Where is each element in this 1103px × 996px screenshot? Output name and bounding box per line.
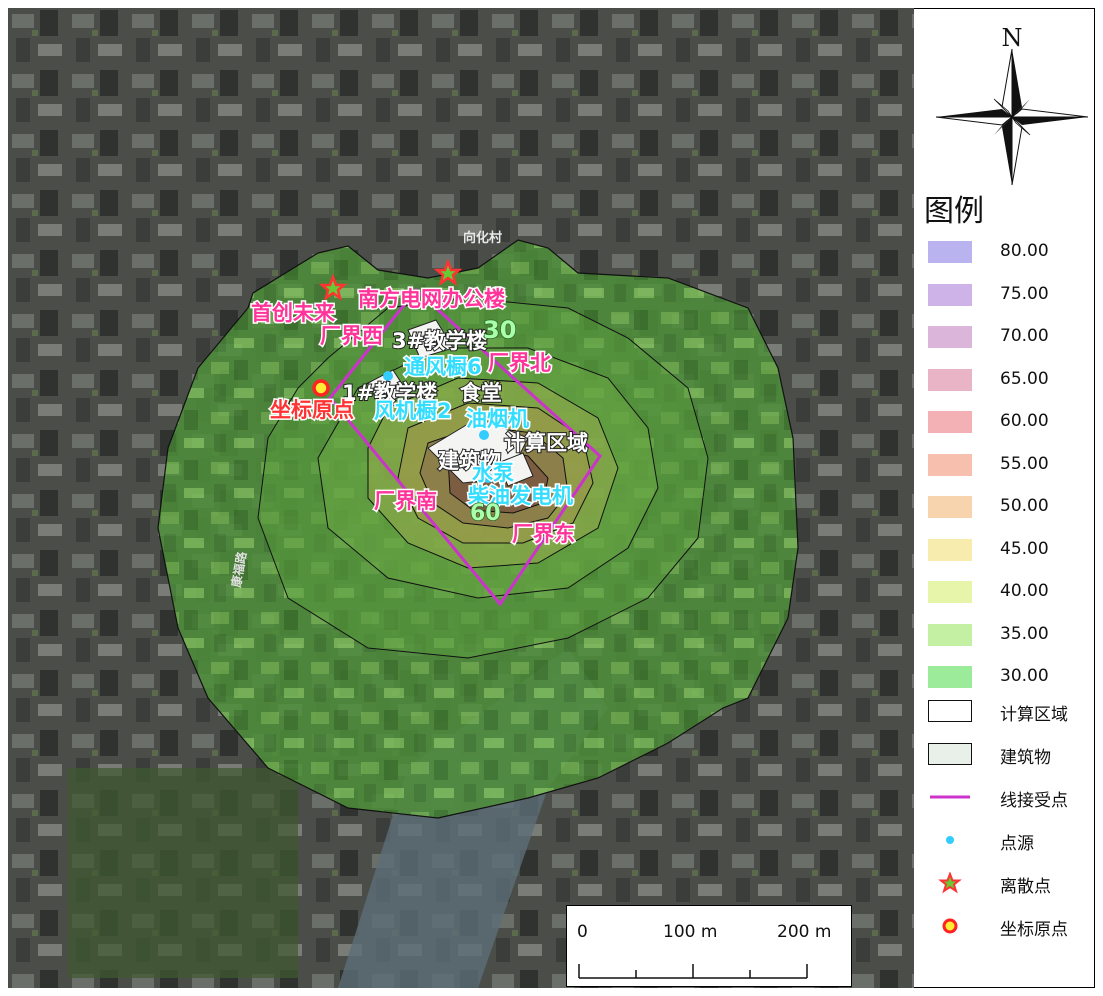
legend-class-row: 35.00 — [926, 619, 1091, 649]
legend-class-label: 50.00 — [1000, 496, 1049, 516]
point-source-youyan[interactable] — [479, 430, 489, 440]
legend-class-swatch — [928, 623, 972, 646]
north-label: N — [1002, 24, 1023, 52]
legend-class-swatch — [928, 581, 972, 603]
legend-class-swatch — [928, 666, 972, 688]
scale-label-zero: 0 — [577, 922, 588, 942]
label-cj-north: 厂界北 — [488, 351, 551, 375]
label-tongfeng: 通风橱6 — [404, 355, 482, 379]
discrete-point-icon — [938, 872, 962, 894]
legend-label-origin: 坐标原点 — [1000, 920, 1068, 940]
label-chaiyou: 柴油发电机 — [467, 484, 573, 508]
point-source-icon — [946, 836, 954, 844]
street-label-1: 向化村 — [463, 230, 502, 246]
legend-class-label: 70.00 — [1000, 326, 1049, 346]
scale-bar: 0 100 m 200 m — [566, 905, 852, 987]
label-contour-30: 30 — [483, 316, 516, 344]
legend-row-discrete-point: 离散点 — [926, 867, 1091, 897]
legend-class-label: 80.00 — [1000, 241, 1049, 261]
legend-class-row: 65.00 — [926, 364, 1091, 394]
legend-row-building: 建筑物 — [926, 738, 1091, 768]
receptor-line-icon — [930, 795, 970, 799]
noise-contour-map[interactable]: 向化村 康福路 首创未来 南方电网办公楼 厂界西 3#教学楼 30 厂界北 通风… — [8, 8, 914, 988]
legend-class-label: 75.00 — [1000, 283, 1049, 304]
calc-area-swatch — [928, 700, 972, 722]
legend-class-row: 60.00 — [926, 406, 1091, 436]
building-pump — [497, 452, 534, 487]
legend-class-swatch — [928, 496, 972, 518]
vegetation-area — [68, 768, 298, 978]
origin-icon — [942, 918, 958, 934]
label-cj-east: 厂界东 — [512, 522, 575, 546]
label-jisuan: 计算区域 — [504, 431, 588, 455]
legend-class-row: 45.00 — [926, 534, 1091, 564]
legend-class-label: 60.00 — [1000, 411, 1049, 431]
legend-class-swatch — [928, 326, 972, 348]
legend-label-building: 建筑物 — [1000, 748, 1051, 768]
label-youyan: 油烟机 — [466, 407, 529, 431]
label-building1: 1#教学楼 — [342, 381, 437, 405]
legend-class-label: 55.00 — [1000, 453, 1049, 474]
label-cj-south: 厂界南 — [374, 489, 437, 513]
legend-class-label: 30.00 — [1000, 666, 1049, 686]
legend-title: 图例 — [924, 194, 984, 229]
point-source-tongfeng[interactable] — [433, 333, 443, 343]
label-cj-west: 厂界西 — [320, 324, 383, 348]
label-shuibeng: 水泵 — [472, 461, 514, 485]
label-fengji: 风机橱2 — [374, 399, 452, 423]
legend-label-discrete-point: 离散点 — [1000, 877, 1051, 897]
legend-label-point-source: 点源 — [1000, 834, 1034, 854]
legend-class-swatch — [928, 538, 972, 561]
building-swatch — [928, 743, 972, 765]
legend-class-row: 70.00 — [926, 321, 1091, 351]
point-source-shuibeng[interactable] — [483, 473, 493, 483]
legend-class-label: 40.00 — [1000, 581, 1049, 601]
legend-class-row: 75.00 — [926, 279, 1091, 309]
legend-class-row: 55.00 — [926, 449, 1091, 479]
scale-label-200m: 200 m — [777, 922, 832, 942]
label-building3: 3#教学楼 — [392, 329, 487, 353]
legend-class-swatch — [928, 453, 972, 476]
coordinate-origin[interactable] — [312, 379, 330, 397]
legend-class-label: 35.00 — [1000, 623, 1049, 644]
label-shitang: 食堂 — [460, 381, 502, 405]
legend-class-swatch — [928, 283, 972, 306]
legend-class-label: 65.00 — [1000, 368, 1049, 389]
discrete-point-nanfang[interactable] — [433, 258, 463, 286]
scale-bar-graphic — [578, 964, 808, 979]
label-origin: 坐标原点 — [270, 398, 354, 422]
north-arrow: N — [935, 24, 1089, 186]
building-3 — [407, 319, 454, 359]
legend-label-receptor-line: 线接受点 — [1000, 791, 1068, 811]
scale-label-100m: 100 m — [663, 922, 718, 942]
label-shouchuang: 首创未来 — [251, 301, 336, 325]
legend-class-row: 40.00 — [926, 576, 1091, 606]
discrete-point-shouchuang[interactable] — [318, 273, 348, 301]
legend-row-origin: 坐标原点 — [926, 910, 1091, 940]
legend-row-point-source: 点源 — [926, 824, 1091, 854]
label-jianzhu: 建筑物 — [438, 449, 501, 473]
legend-class-swatch — [928, 368, 972, 391]
legend-class-row: 50.00 — [926, 491, 1091, 521]
legend-label-calc-area: 计算区域 — [1000, 705, 1068, 725]
legend-class-row: 30.00 — [926, 661, 1091, 691]
legend-class-label: 45.00 — [1000, 538, 1049, 559]
legend-class-swatch — [928, 241, 972, 263]
legend-row-calc-area: 计算区域 — [926, 695, 1091, 725]
legend-row-receptor-line: 线接受点 — [926, 781, 1091, 811]
legend-class-row: 80.00 — [926, 236, 1091, 266]
receptor-line-boundary[interactable] — [328, 287, 602, 607]
legend-panel: N 图例 80.00 75.00 70.00 65.00 60.00 55.00 50.00… — [914, 8, 1095, 988]
legend-class-swatch — [928, 411, 972, 433]
label-nanfang: 南方电网办公楼 — [358, 287, 505, 311]
street-label-2: 康福路 — [228, 549, 249, 588]
label-contour-60: 60 — [470, 501, 501, 526]
point-source-fengji[interactable] — [383, 371, 393, 381]
